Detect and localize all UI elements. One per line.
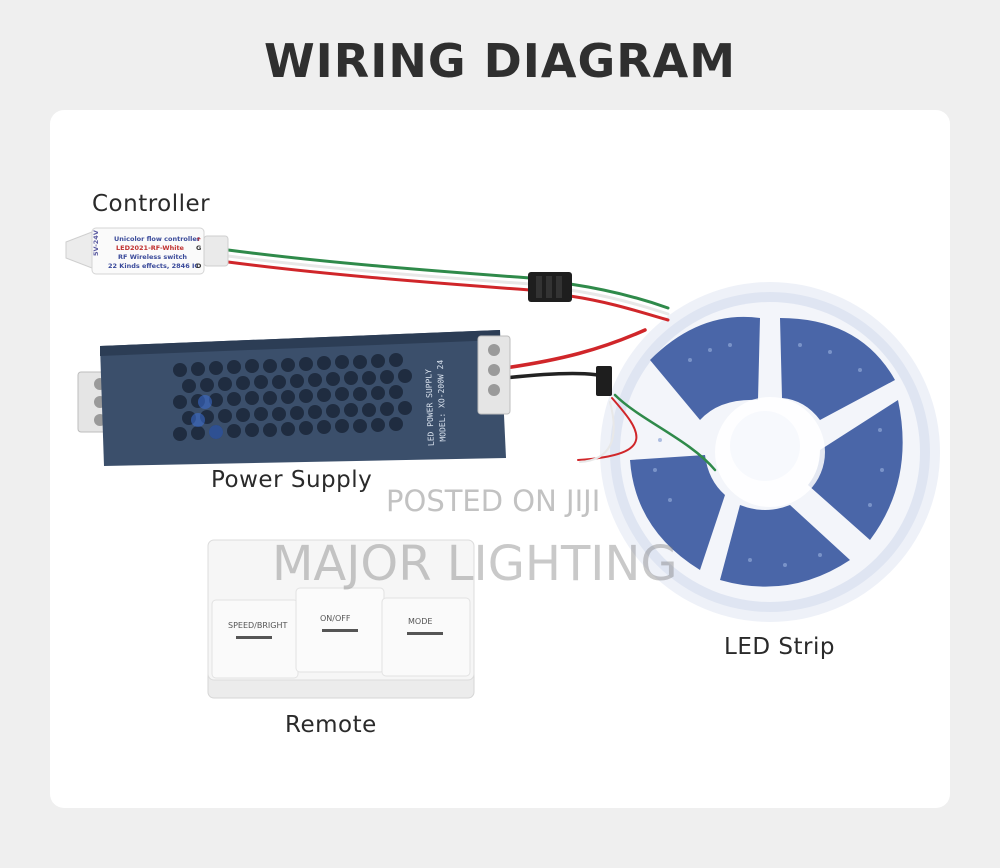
wires bbox=[226, 248, 717, 472]
remote-device: SPEED/BRIGHT ON/OFF MODE bbox=[207, 539, 475, 699]
remote-button-onoff-label: ON/OFF bbox=[320, 614, 351, 623]
controller-pin-plus: + bbox=[196, 235, 201, 243]
remote-button-mode-label: MODE bbox=[408, 617, 432, 626]
page-title: WIRING DIAGRAM bbox=[263, 34, 737, 88]
controller-side-text: 5V-24V bbox=[92, 230, 100, 256]
controller-device: 5V-24V Unicolor flow controller LED2021-… bbox=[65, 227, 229, 275]
psu-label-line1: LED POWER SUPPLY bbox=[424, 369, 436, 447]
led-strip-reel bbox=[600, 282, 940, 622]
watermark-brand: MAJOR LIGHTING bbox=[272, 536, 678, 592]
label-led-strip: LED Strip bbox=[724, 634, 835, 660]
label-remote: Remote bbox=[285, 712, 377, 738]
label-power-supply: Power Supply bbox=[211, 467, 373, 493]
controller-line1: Unicolor flow controller bbox=[114, 235, 201, 243]
controller-line3: RF Wireless switch bbox=[118, 253, 187, 261]
controller-pin-g: G bbox=[196, 244, 201, 252]
jst-connector bbox=[528, 272, 612, 396]
remote-button-speed-label: SPEED/BRIGHT bbox=[228, 621, 287, 630]
controller-line4: 22 Kinds effects, 2846 IC bbox=[108, 262, 199, 270]
psu-label-line2: MODEL: XO-200W 24 bbox=[436, 359, 448, 441]
controller-line2: LED2021-RF-White bbox=[116, 244, 185, 252]
power-supply-device: LED POWER SUPPLY MODEL: XO-200W 24 bbox=[77, 330, 511, 466]
label-controller: Controller bbox=[92, 191, 211, 217]
controller-pin-d: D bbox=[196, 262, 202, 270]
watermark-posted: POSTED ON JIJI bbox=[386, 484, 601, 518]
